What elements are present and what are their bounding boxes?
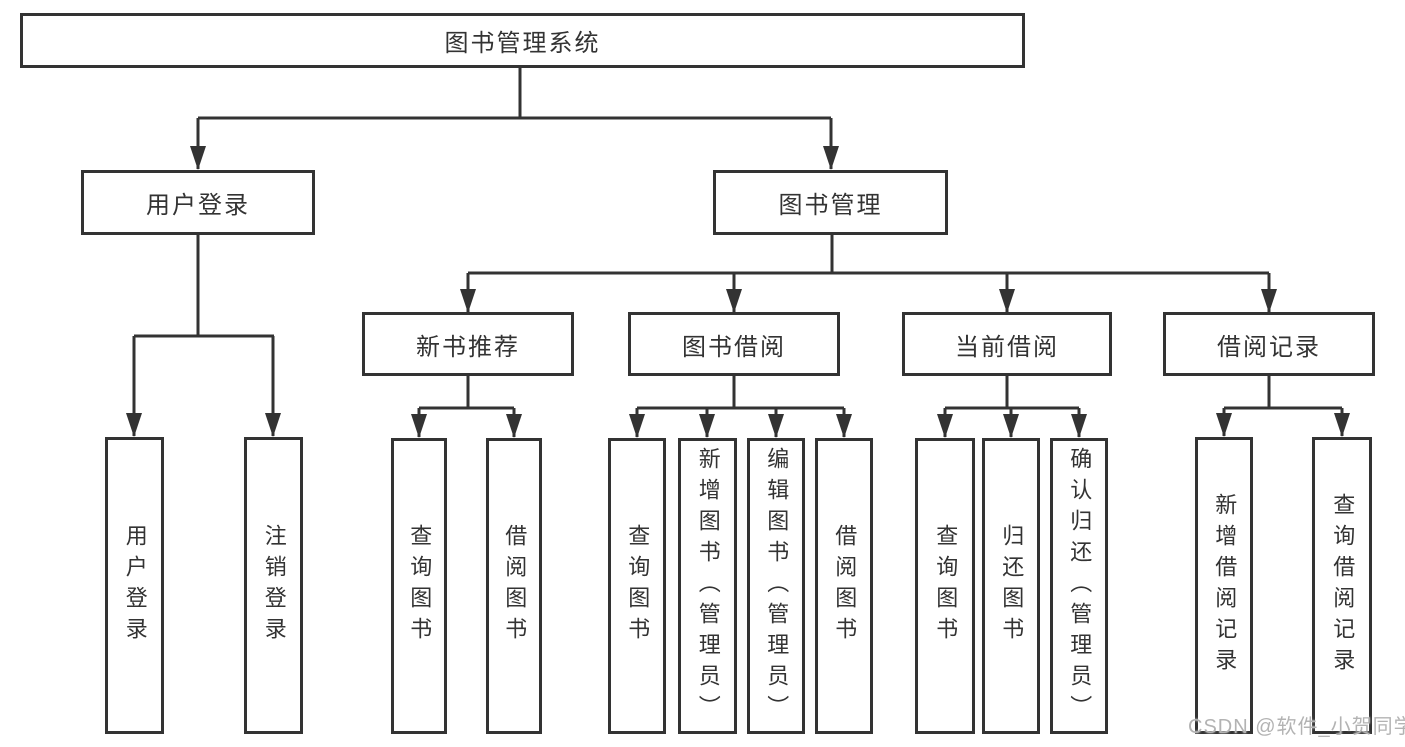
node-current-query-books-label: 查询图书 [933,524,959,648]
connector-trunks [134,68,1342,410]
node-records-add-record: 新增借阅记录 [1195,437,1253,734]
node-borrow-borrow-books-label: 借阅图书 [832,524,858,648]
node-borrow-edit-books-label: 编辑图书（管理员） [764,446,790,726]
node-logout-leaf: 注销登录 [244,437,303,734]
node-borrow-add-books: 新增图书（管理员） [678,438,737,734]
node-new-book-recommend: 新书推荐 [362,312,574,376]
node-user-login: 用户登录 [81,170,315,235]
node-records-query-record-label: 查询借阅记录 [1330,492,1356,679]
node-borrow-add-books-label: 新增图书（管理员） [695,446,721,726]
node-records-add-record-label: 新增借阅记录 [1212,492,1238,679]
node-recommend-query-books-label: 查询图书 [407,524,433,648]
node-book-borrow: 图书借阅 [628,312,840,376]
node-current-return-books-label: 归还图书 [999,524,1025,648]
node-recommend-borrow-books-label: 借阅图书 [502,524,528,648]
node-user-login-leaf-label: 用户登录 [122,523,148,648]
node-recommend-borrow-books: 借阅图书 [486,438,542,734]
node-current-query-books: 查询图书 [915,438,975,734]
watermark: CSDN @软件_小贺同学 [1188,716,1405,738]
node-records-query-record: 查询借阅记录 [1312,437,1372,734]
node-current-confirm-return: 确认归还（管理员） [1050,438,1108,734]
node-borrow-edit-books: 编辑图书（管理员） [747,438,805,734]
node-book-management: 图书管理 [713,170,948,235]
node-current-return-books: 归还图书 [982,438,1040,734]
node-current-confirm-return-label: 确认归还（管理员） [1067,446,1093,726]
node-borrow-query-books-label: 查询图书 [625,524,651,648]
node-borrow-records: 借阅记录 [1163,312,1375,376]
node-logout-leaf-label: 注销登录 [261,523,287,648]
node-recommend-query-books: 查询图书 [391,438,447,734]
node-user-login-leaf: 用户登录 [105,437,164,734]
node-borrow-borrow-books: 借阅图书 [815,438,873,734]
node-root: 图书管理系统 [20,13,1025,68]
node-borrow-query-books: 查询图书 [608,438,666,734]
node-current-borrow: 当前借阅 [902,312,1112,376]
